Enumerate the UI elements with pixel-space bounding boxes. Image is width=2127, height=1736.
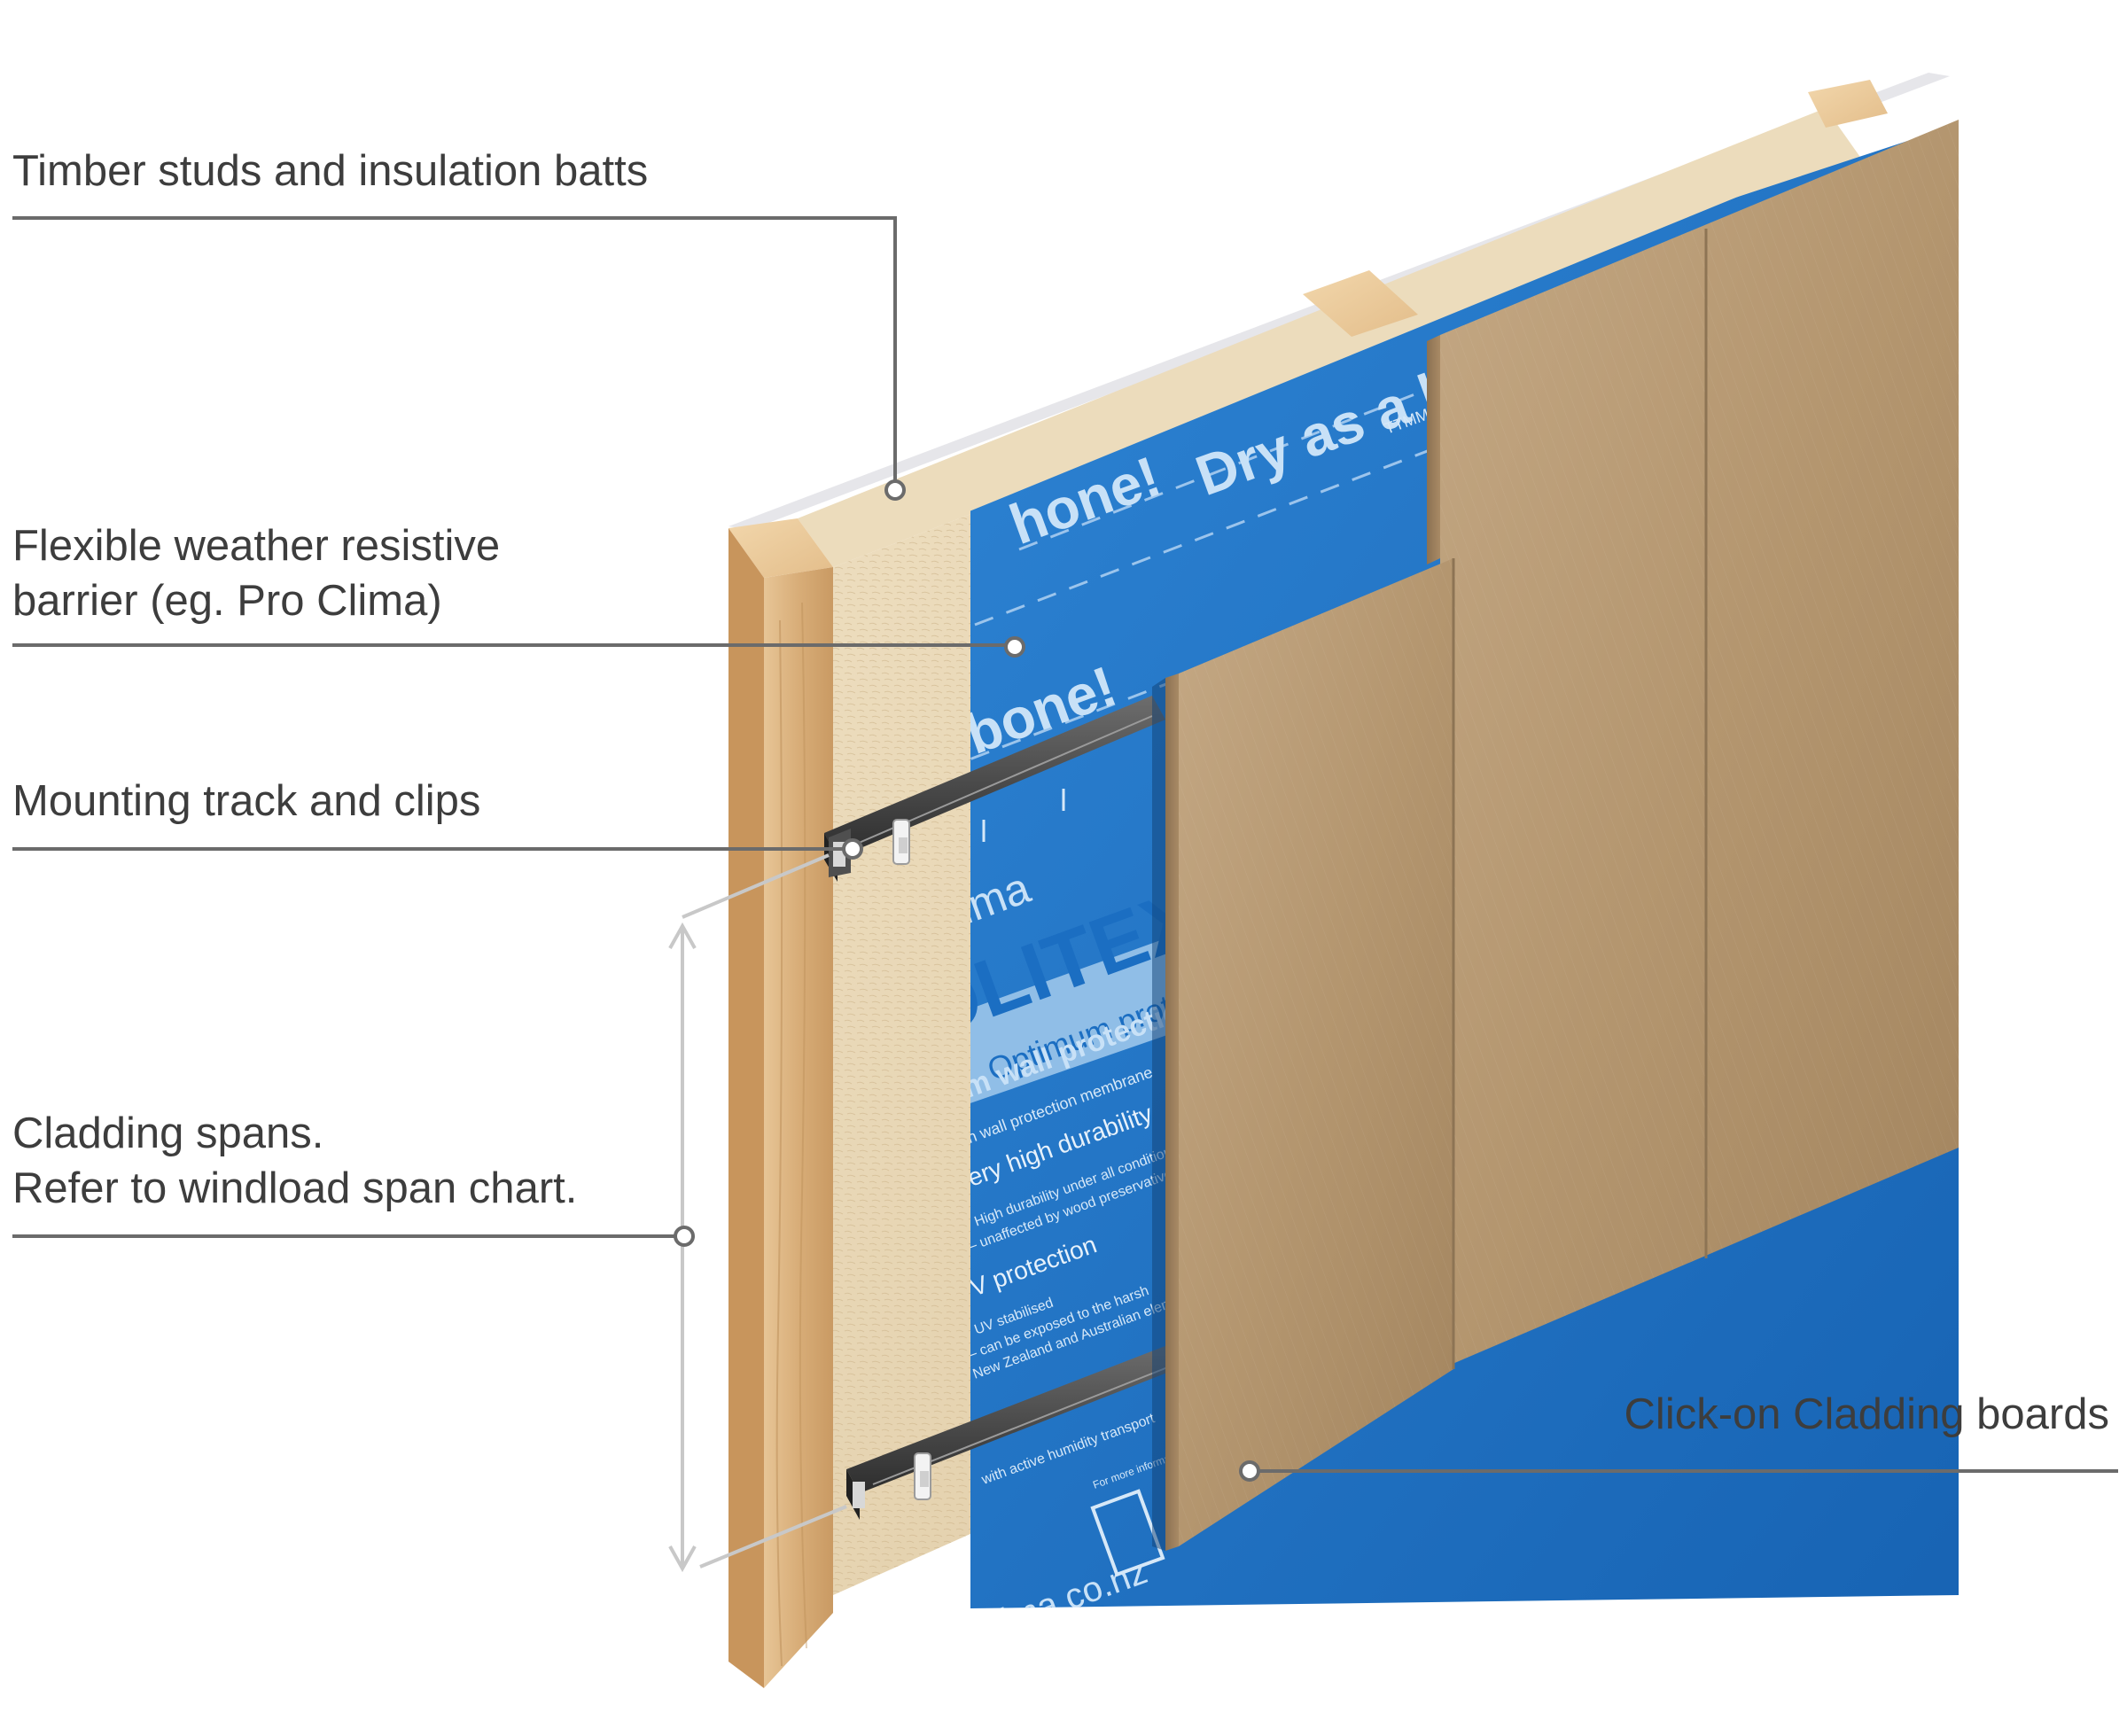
callout-spans-line-1: Cladding spans. — [12, 1109, 324, 1157]
leader-dot-barrier — [1004, 636, 1025, 658]
callout-track-text: Mounting track and clips — [12, 777, 481, 825]
timber-stud-top — [728, 518, 833, 578]
callout-timber-studs: Timber studs and insulation batts — [12, 144, 648, 199]
callout-cladding-spans: Cladding spans. Refer to windload span c… — [12, 1106, 577, 1216]
timber-stud-face — [764, 567, 833, 1688]
leader-dot-track — [842, 838, 863, 860]
pro-clima-logo-icon — [1090, 1489, 1165, 1577]
track-end-profile — [853, 1482, 865, 1508]
callout-boards-text: Click-on Cladding boards — [1624, 1390, 2109, 1438]
cladding-span-bracket — [668, 853, 847, 1573]
top-plate-timber — [1808, 80, 1888, 128]
mounting-clip-upper — [892, 819, 910, 865]
callout-spans-line-2: Refer to windload span chart. — [12, 1164, 578, 1212]
leader-timber — [12, 216, 897, 487]
timber-stud-side — [728, 528, 764, 1688]
membrane-product-band — [970, 930, 1188, 1143]
mounting-track-lower — [846, 1343, 1188, 1520]
insulation-top-face — [798, 108, 1868, 567]
callout-timber-text: Timber studs and insulation batts — [12, 147, 649, 195]
leader-dot-timber — [884, 479, 906, 501]
leader-lines — [12, 216, 2118, 1473]
callout-cladding-boards: Click-on Cladding boards — [1624, 1387, 2109, 1442]
callout-barrier-line-1: Flexible weather resistive — [12, 522, 501, 570]
callout-mounting-track: Mounting track and clips — [12, 774, 480, 829]
callout-barrier-line-2: barrier (eg. Pro Clima) — [12, 577, 442, 625]
leader-dot-boards — [1239, 1460, 1260, 1482]
mounting-clip-lower — [914, 1452, 931, 1500]
leader-dot-spans — [674, 1226, 695, 1247]
cladding-board-front-edge — [1165, 673, 1179, 1551]
middle-stud-top — [1303, 270, 1418, 337]
leader-dots — [674, 479, 1260, 1482]
callout-weather-barrier: Flexible weather resistive barrier (eg. … — [12, 518, 500, 628]
cladding-board-back-edge — [1427, 335, 1440, 564]
